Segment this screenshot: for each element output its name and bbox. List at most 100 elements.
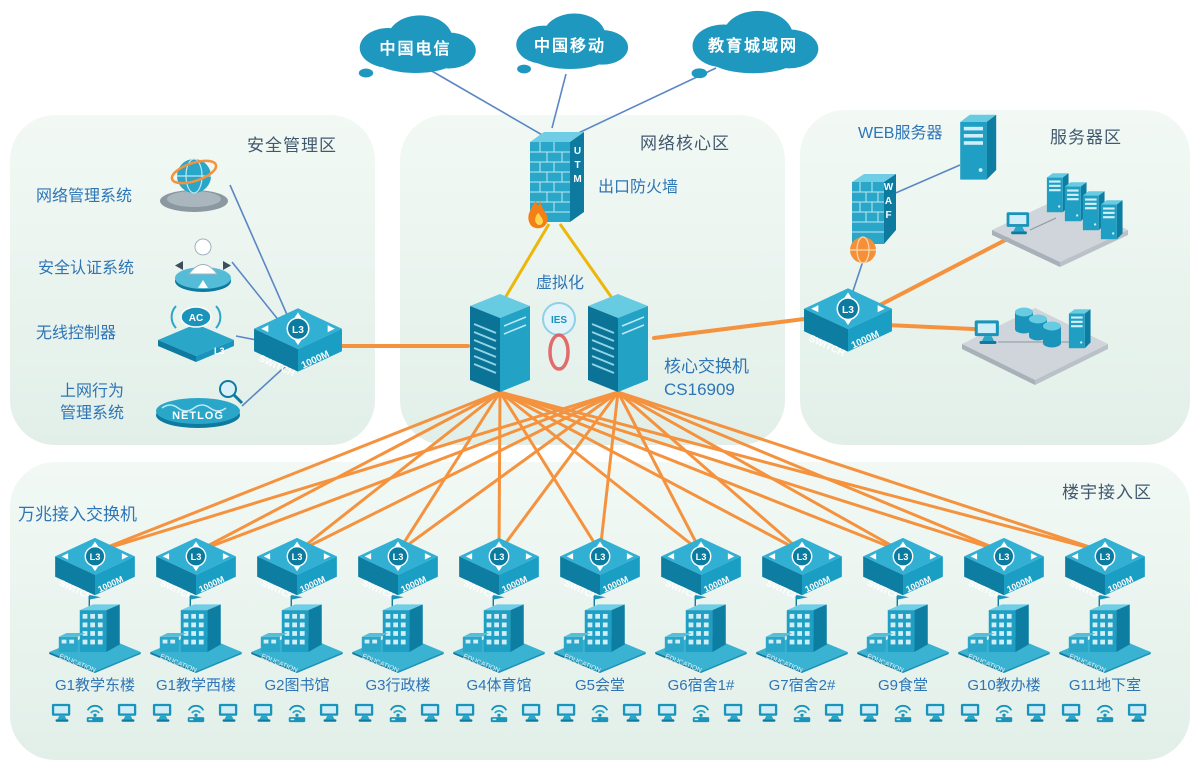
netlog-system: NETLOG: [150, 378, 246, 445]
pc-icon: [1060, 702, 1084, 724]
cloud-icon: [691, 10, 819, 79]
cloud-icon: [516, 13, 629, 74]
virtualization-label: 虚拟化: [535, 275, 584, 292]
pc-icon: [419, 702, 443, 724]
endpoint-devices: [50, 702, 140, 724]
pc-icon: [1025, 702, 1049, 724]
building-icon: [350, 593, 446, 673]
network-management-label: 网络管理系统: [36, 188, 133, 205]
building-icon: [754, 593, 850, 673]
pc-icon: [858, 702, 882, 724]
netlog-text: NETLOG: [172, 410, 224, 422]
building-group: G10教办楼: [949, 536, 1059, 724]
cloud-education-man: 教育城域网: [678, 5, 828, 83]
endpoint-devices: [656, 702, 746, 724]
server-cluster-icon: [992, 173, 1128, 267]
core-switch-right-icon: [580, 292, 656, 394]
network-management-system: [152, 146, 236, 219]
network-management-icon: [160, 158, 228, 212]
core-switch-label: 核心交换机 CS16909: [664, 357, 749, 399]
pc-icon: [722, 702, 746, 724]
building-group: G11地下室: [1050, 536, 1160, 724]
auth-system-icon: [175, 238, 231, 292]
server-l3-switch-icon: [802, 286, 894, 356]
firewall-label: 出口防火墙: [598, 179, 679, 196]
building-group: G2图书馆: [242, 536, 352, 724]
endpoint-devices: [555, 702, 645, 724]
endpoint-devices: [959, 702, 1049, 724]
access-switch-icon: [558, 536, 642, 599]
zone-access-title: 楼宇接入区: [1062, 483, 1152, 502]
building-label: G1教学东楼: [54, 677, 135, 694]
wireless-controller-icon: L3 AC: [158, 305, 234, 362]
utm-label: UTM: [572, 146, 583, 188]
pc-icon: [959, 702, 983, 724]
access-switch-icon: [457, 536, 541, 599]
virtualization-stack-icon: IES: [542, 302, 576, 371]
building-group: G1教学西楼: [141, 536, 251, 724]
ap-icon: [588, 702, 612, 724]
wireless-controller-label: 无线控制器: [36, 325, 117, 342]
access-switch-icon: [861, 536, 945, 599]
pc-icon: [116, 702, 140, 724]
waf-device: WAF: [846, 168, 902, 266]
building-icon: [855, 593, 951, 673]
access-switch-icon: [659, 536, 743, 599]
ac-text: AC: [189, 313, 203, 324]
pc-icon: [454, 702, 478, 724]
server-storage-icon: [962, 307, 1108, 385]
server-cluster: [988, 158, 1133, 275]
building-icon: [1057, 593, 1153, 673]
building-label: G2图书馆: [264, 677, 330, 694]
building-group: G7宿舍2#: [747, 536, 857, 724]
endpoint-devices: [454, 702, 544, 724]
building-icon: [249, 593, 345, 673]
ap-icon: [386, 702, 410, 724]
endpoint-devices: [151, 702, 241, 724]
ap-icon: [891, 702, 915, 724]
access-switch-icon: [1063, 536, 1147, 599]
cloud-icon: [358, 15, 476, 78]
access-switch-icon: [53, 536, 137, 599]
endpoint-devices: [1060, 702, 1150, 724]
access-switch-label: 万兆接入交换机: [18, 505, 137, 524]
cloud-china-telecom: 中国电信: [348, 8, 483, 84]
zone-security-title: 安全管理区: [247, 136, 337, 155]
pc-icon: [318, 702, 342, 724]
wireless-controller: L3 AC: [152, 300, 240, 369]
building-label: G3行政楼: [365, 677, 431, 694]
building-group: G4体育馆: [444, 536, 554, 724]
building-group: G1教学东楼: [40, 536, 150, 724]
building-icon: [451, 593, 547, 673]
utm-firewall: UTM: [522, 124, 588, 234]
cloud-label: 中国移动: [533, 38, 606, 55]
ap-icon: [790, 702, 814, 724]
pc-icon: [621, 702, 645, 724]
cloud-china-mobile: 中国移动: [505, 5, 635, 81]
access-switch-icon: [255, 536, 339, 599]
access-switch-icon: [760, 536, 844, 599]
building-group: G6宿舍1#: [646, 536, 756, 724]
pc-icon: [823, 702, 847, 724]
building-label: G5会堂: [574, 677, 625, 694]
ies-text: IES: [551, 315, 567, 326]
pc-icon: [924, 702, 948, 724]
cloud-label: 教育城域网: [707, 38, 798, 55]
building-icon: [552, 593, 648, 673]
building-label: G6宿舍1#: [667, 677, 735, 694]
pc-icon: [757, 702, 781, 724]
l3-text: L3: [214, 346, 225, 356]
ap-icon: [285, 702, 309, 724]
building-label: G4体育馆: [466, 677, 532, 694]
pc-icon: [50, 702, 74, 724]
ap-icon: [184, 702, 208, 724]
building-icon: [956, 593, 1052, 673]
web-server-label: WEB服务器: [858, 125, 943, 142]
ap-icon: [487, 702, 511, 724]
security-l3-switch-icon: [252, 306, 344, 376]
ap-icon: [83, 702, 107, 724]
building-label: G9食堂: [877, 677, 928, 694]
cloud-label: 中国电信: [379, 41, 452, 58]
building-label: G10教办楼: [967, 677, 1041, 694]
